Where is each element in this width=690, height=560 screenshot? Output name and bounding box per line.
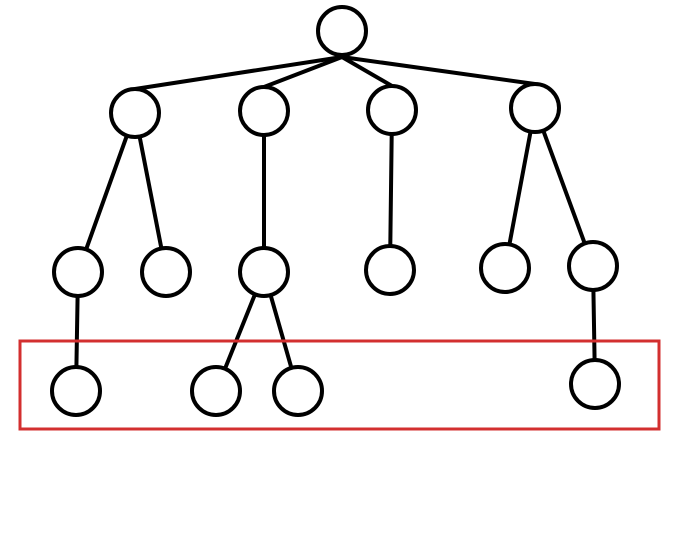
edge-n0-n1 <box>133 55 344 91</box>
tree-node-n4 <box>509 82 561 134</box>
tree-node-n9 <box>479 242 531 294</box>
edge-n4-n10 <box>541 128 587 246</box>
edge-n4-n9 <box>507 129 533 247</box>
tree-node-n13 <box>272 365 324 417</box>
edge-n0-n3 <box>340 55 394 88</box>
tree-node-n11 <box>50 365 102 417</box>
edge-n5-n11 <box>74 293 80 370</box>
edge-n3-n8 <box>388 131 394 249</box>
tree-node-n2 <box>238 85 290 137</box>
edge-n0-n4 <box>340 55 537 86</box>
edge-n7-n13 <box>268 293 294 370</box>
tree-node-n7 <box>238 246 290 298</box>
tree-edges <box>74 55 597 371</box>
tree-node-n6 <box>140 246 192 298</box>
tree-node-n12 <box>190 365 242 417</box>
edge-n10-n14 <box>591 287 597 363</box>
edge-n7-n12 <box>222 292 258 371</box>
edge-n0-n2 <box>262 55 344 89</box>
highlight-box <box>18 339 661 431</box>
tree-node-n10 <box>567 240 619 292</box>
tree-node-n0 <box>316 5 368 57</box>
tree-node-n1 <box>109 87 161 139</box>
tree-node-n8 <box>364 244 416 296</box>
tree-node-n14 <box>569 358 621 410</box>
tree-node-n3 <box>366 84 418 136</box>
tree-nodes <box>50 5 621 417</box>
tree-node-n5 <box>52 246 104 298</box>
edge-n1-n5 <box>84 133 129 252</box>
edge-n1-n6 <box>137 134 164 251</box>
